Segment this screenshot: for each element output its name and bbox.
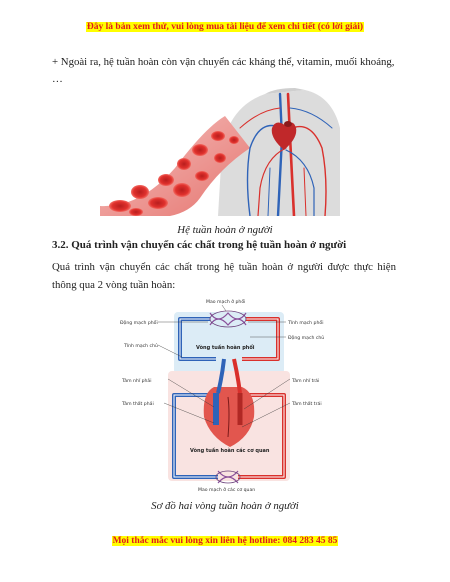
heart-icon <box>271 122 297 150</box>
label-pulmonary-vein: Tĩnh mạch phổi <box>287 319 323 326</box>
label-systemic-circuit: Vòng tuần hoàn các cơ quan <box>190 446 270 454</box>
figure1-caption: Hệ tuần hoàn ở người <box>177 224 273 236</box>
lung-capillaries <box>209 310 247 328</box>
label-pulmonary-artery: Động mạch phổi <box>120 319 158 326</box>
label-pulmonary-circuit: Vòng tuần hoàn phổi <box>196 343 255 351</box>
label-aorta: Động mạch chủ <box>288 334 324 341</box>
section-heading: 3.2. Quá trình vận chuyển các chất trong… <box>52 239 347 251</box>
double-circulation-diagram: Mao mạch ở phổi Động mạch phổi Tĩnh mạch… <box>118 297 330 493</box>
paragraph-two-circuits: Quá trình vận chuyển các chất trong hệ t… <box>52 261 396 291</box>
label-left-atrium: Tâm nhĩ trái <box>291 377 319 384</box>
paragraph-antibodies: + Ngoài ra, hệ tuần hoàn còn vận chuyển … <box>52 56 395 85</box>
label-lung-capillaries: Mao mạch ở phổi <box>206 298 245 305</box>
label-vena-cava: Tĩnh mạch chủ <box>123 342 158 349</box>
circulatory-system-illustration <box>100 88 340 216</box>
figure2-caption: Sơ đồ hai vòng tuần hoàn ở người <box>151 500 299 512</box>
organ-capillaries <box>215 470 241 484</box>
hotline-footer: Mọi thắc mắc vui lòng xin liên hệ hotlin… <box>111 536 339 546</box>
label-right-ventricle: Tâm thất phải <box>121 400 154 407</box>
red-blood-cells <box>109 131 239 216</box>
heart-icon <box>203 358 255 447</box>
label-left-ventricle: Tâm thất trái <box>291 400 322 407</box>
label-organ-capillaries: Mao mạch ở các cơ quan <box>198 486 255 493</box>
label-right-atrium: Tâm nhĩ phải <box>121 377 152 384</box>
preview-banner: Đây là bản xem thử, vui lòng mua tài liệ… <box>85 22 365 32</box>
